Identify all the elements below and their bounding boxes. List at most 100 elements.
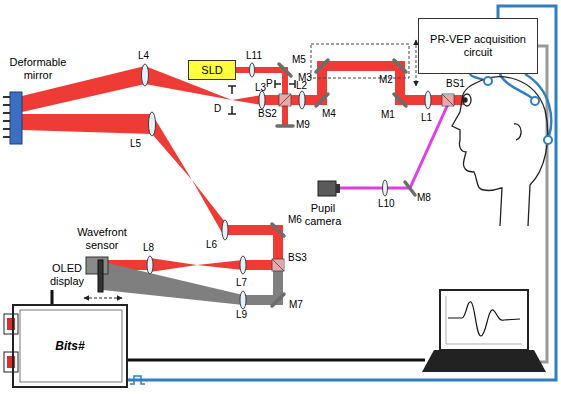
mirror xyxy=(405,182,415,195)
mirror xyxy=(272,60,415,306)
part-label: M9 xyxy=(296,119,310,131)
part-label: L11 xyxy=(246,50,262,62)
translation-stage xyxy=(416,40,417,86)
deformable-mirror-symbol xyxy=(3,104,10,106)
lens xyxy=(250,63,255,77)
part-label: L5 xyxy=(130,138,141,150)
cable xyxy=(470,74,484,80)
light-source-box: SLD xyxy=(188,60,236,80)
lens xyxy=(142,64,149,86)
bits-connector xyxy=(4,314,18,334)
laptop xyxy=(446,344,522,345)
deformable-mirror-symbol xyxy=(3,96,10,98)
node-text: PR-VEP acquisition circuit xyxy=(423,33,533,59)
lens xyxy=(240,256,246,274)
component-label: Deformable mirror xyxy=(2,56,74,86)
laptop xyxy=(448,302,520,336)
deformable-mirror-symbol xyxy=(3,92,22,144)
part-label: BS1 xyxy=(446,78,465,90)
display-beam xyxy=(273,270,283,305)
light-beam xyxy=(150,258,197,272)
part-label: L4 xyxy=(138,50,149,62)
light-beam xyxy=(22,114,152,134)
electrode xyxy=(544,136,552,144)
pinhole xyxy=(275,80,295,88)
part-label: M6 xyxy=(288,214,302,226)
cable xyxy=(128,359,425,362)
circuit-box: PR-VEP acquisition circuit xyxy=(418,18,538,74)
electrode xyxy=(484,77,552,144)
subject-head xyxy=(514,124,521,140)
oled-screen xyxy=(98,260,103,292)
part-label: M1 xyxy=(381,109,395,121)
beam-splitter xyxy=(272,259,284,271)
camera-symbol xyxy=(318,181,340,196)
deformable-mirror-symbol xyxy=(10,92,22,144)
component-label: Pupil camera xyxy=(296,178,350,228)
wavefront-sensor-symbol xyxy=(86,257,108,274)
beam-splitter xyxy=(442,94,454,106)
deformable-mirror-symbol xyxy=(3,128,10,130)
display-beam xyxy=(103,262,243,305)
subject-head xyxy=(452,77,548,226)
pupil-beam xyxy=(338,104,448,188)
laptop xyxy=(422,350,546,372)
light-beam xyxy=(197,260,243,270)
lens xyxy=(383,180,388,196)
camera-symbol xyxy=(318,181,336,196)
part-label: L10 xyxy=(378,198,395,210)
oled-screen xyxy=(84,298,122,299)
part-label: L7 xyxy=(236,277,247,289)
part-label: P xyxy=(266,78,273,90)
light-beam xyxy=(236,67,288,73)
light-beam xyxy=(232,95,262,105)
light-beam xyxy=(152,114,192,180)
deformable-mirror-symbol xyxy=(3,120,10,122)
mirror xyxy=(316,94,328,106)
light-beam xyxy=(317,61,405,71)
component-label: OLED display xyxy=(38,260,96,290)
lens xyxy=(222,220,228,240)
translation-stage xyxy=(311,40,416,86)
deformable-mirror-symbol xyxy=(3,112,10,114)
part-label: M5 xyxy=(292,54,306,66)
subject-head xyxy=(463,94,471,106)
subject-head xyxy=(478,77,548,226)
laptop xyxy=(422,290,546,372)
pinhole xyxy=(275,83,281,85)
part-label: M8 xyxy=(417,192,431,204)
node-text: SLD xyxy=(201,64,222,77)
pinhole xyxy=(289,83,295,85)
beam-splitter xyxy=(442,94,454,106)
display-beam xyxy=(103,262,283,305)
aperture xyxy=(228,86,236,114)
beam-splitter xyxy=(272,259,284,271)
deformable-mirror-symbol xyxy=(3,97,10,137)
mirror xyxy=(272,224,284,236)
light-beam xyxy=(395,95,468,105)
part-label: D xyxy=(214,103,221,115)
node-text: OLED display xyxy=(38,262,96,288)
component-label: Wavefront sensor xyxy=(70,226,134,256)
light-beam xyxy=(273,225,283,270)
lens xyxy=(425,91,431,109)
beam-splitter xyxy=(279,94,291,106)
node-text: Deformable mirror xyxy=(2,56,74,82)
part-label: L9 xyxy=(236,309,247,321)
part-label: M2 xyxy=(379,74,393,86)
cable xyxy=(128,6,556,380)
node-text: Bits# xyxy=(53,340,86,353)
node-text: Pupil camera xyxy=(296,202,350,228)
mirror xyxy=(316,60,328,72)
camera-symbol xyxy=(336,184,340,193)
node-text: Wavefront sensor xyxy=(70,226,134,252)
stimulator-box: Bits# xyxy=(12,304,128,388)
light-beam xyxy=(192,180,225,238)
lens xyxy=(259,91,265,109)
mirror xyxy=(277,124,293,128)
part-label: M3 xyxy=(298,72,312,84)
aperture xyxy=(231,86,233,94)
part-label: L8 xyxy=(143,242,154,254)
mirror xyxy=(279,64,291,76)
